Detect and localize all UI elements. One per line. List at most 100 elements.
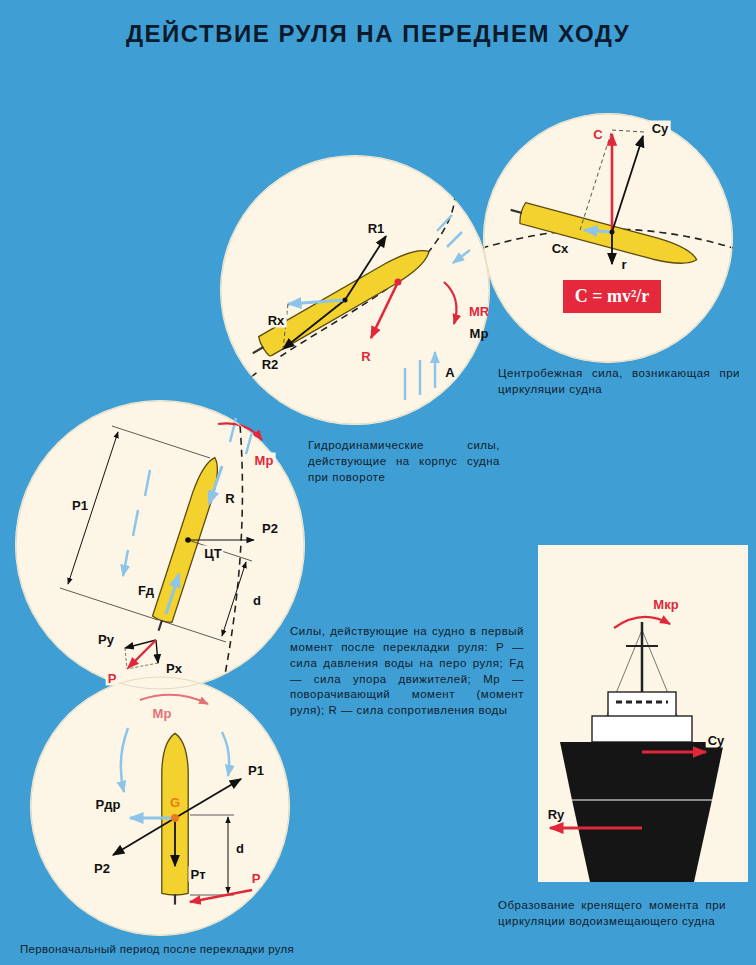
- force-label: A: [443, 365, 456, 380]
- initial-period-illustration: [30, 676, 290, 936]
- initial-period-illustration: [190, 815, 234, 895]
- first-moment-illustration: [166, 574, 179, 614]
- force-label: Cx: [550, 241, 571, 256]
- hydrodynamic-illustration: [247, 242, 434, 363]
- heel-illustration: [572, 800, 712, 801]
- first-moment-illustration: [123, 418, 252, 576]
- heel-illustration: [592, 716, 692, 742]
- initial-period-illustration: [113, 818, 175, 855]
- hydrodynamic-illustration: [288, 300, 345, 304]
- heel-illustration: [616, 701, 668, 704]
- centrifugal-illustration: [610, 230, 615, 235]
- caption-text: Силы, действующие на судно в первый моме…: [290, 624, 524, 719]
- circle-outline: [16, 401, 304, 689]
- initial-period-illustration: [190, 890, 252, 902]
- force-label: P1: [70, 498, 90, 513]
- initial-period-illustration: [30, 676, 290, 936]
- first-moment-illustration: [185, 537, 191, 543]
- force-label: Cy: [706, 733, 727, 748]
- force-label: P2: [260, 521, 280, 536]
- initial-period-illustration: [175, 779, 241, 818]
- force-label: R: [359, 349, 372, 364]
- poster-title: ДЕЙСТВИЕ РУЛЯ НА ПЕРЕДНЕМ ХОДУ: [0, 20, 756, 48]
- illustration-frame: Образование кренящего момента при циркул…: [538, 545, 748, 882]
- centrifugal-illustration: [611, 134, 614, 232]
- first-moment-illustration: [209, 466, 222, 504]
- centrifugal-illustration: [611, 232, 613, 264]
- force-label: Pт: [188, 867, 207, 882]
- force-label: Cy: [650, 121, 671, 136]
- force-label: ЦТ: [202, 546, 223, 561]
- first-moment-illustration: [162, 540, 252, 642]
- force-label: Mp: [468, 326, 491, 341]
- heel-illustration: [614, 617, 670, 628]
- initial-period-illustration: [174, 818, 176, 866]
- illustration-circle: Силы, действующие на судно в первый моме…: [15, 400, 305, 690]
- force-label: Mкр: [651, 597, 680, 612]
- force-label: Pдр: [94, 797, 123, 812]
- force-label: Py: [96, 632, 116, 647]
- circle-outline: [483, 113, 733, 363]
- illustration-circle: Центробежная сила, возникающая при цирку…: [483, 113, 733, 363]
- initial-period-illustration: [222, 732, 229, 776]
- force-label: R2: [260, 357, 281, 372]
- formula-text: C = mv²/r: [575, 286, 650, 307]
- circle-outline: [484, 114, 732, 362]
- force-label: P1: [246, 763, 266, 778]
- caption-text: Гидродинамические силы, действующие на к…: [308, 438, 500, 486]
- force-label: Px: [164, 661, 184, 676]
- force-label: Mp: [151, 706, 174, 721]
- heel-illustration: [642, 751, 706, 754]
- first-moment-illustration: [222, 562, 246, 636]
- force-label: d: [251, 593, 263, 608]
- illustration-circle: Гидродинамические силы, действующие на к…: [220, 155, 490, 425]
- force-label: C: [591, 127, 604, 142]
- first-moment-illustration: [15, 400, 305, 690]
- hydrodynamic-illustration: [232, 150, 455, 392]
- force-label: Rx: [266, 313, 287, 328]
- caption-text: Образование кренящего момента при циркул…: [498, 898, 726, 930]
- force-label: G: [168, 795, 182, 810]
- centrifugal-illustration: [508, 199, 700, 270]
- heel-illustration: [538, 545, 748, 882]
- hydrodynamic-illustration: [283, 300, 345, 349]
- initial-period-illustration: [121, 728, 128, 792]
- force-label: R: [223, 491, 236, 506]
- hydrodynamic-illustration: [220, 155, 490, 425]
- hydrodynamic-illustration: [343, 298, 348, 303]
- hydrodynamic-illustration: [345, 236, 386, 300]
- force-label: R1: [366, 221, 387, 236]
- force-label: Fд: [136, 583, 156, 598]
- initial-period-illustration: [228, 817, 229, 893]
- initial-period-illustration: [171, 814, 179, 822]
- hydrodynamic-illustration: [437, 215, 470, 263]
- centrifugal-illustration: [584, 230, 612, 232]
- hydrodynamic-illustration: [444, 282, 456, 324]
- force-label: Mp: [253, 453, 276, 468]
- initial-period-illustration: [130, 817, 175, 820]
- force-label: r: [619, 257, 628, 272]
- force-label: P: [250, 871, 263, 886]
- force-label: MR: [467, 304, 491, 319]
- caption-text: Первоначальный период после перекладки р…: [20, 942, 330, 958]
- first-moment-illustration: [15, 400, 305, 690]
- circle-outline: [31, 677, 289, 935]
- first-moment-illustration: [149, 454, 225, 633]
- initial-period-illustration: [140, 695, 208, 704]
- first-moment-illustration: [188, 539, 254, 540]
- circle-outline: [220, 155, 490, 425]
- caption-text: Центробежная сила, возникающая при цирку…: [498, 366, 740, 398]
- formula-box: C = mv²/r: [563, 280, 662, 313]
- heel-illustration: [538, 545, 748, 882]
- hydrodynamic-illustration: [220, 150, 490, 425]
- force-label: Ry: [546, 807, 567, 822]
- centrifugal-illustration: [612, 136, 643, 232]
- force-label: P: [106, 671, 119, 686]
- hydrodynamic-illustration: [371, 282, 398, 338]
- first-moment-illustration: [128, 640, 156, 668]
- heel-illustration: [626, 645, 658, 647]
- circle-outline: [221, 156, 489, 424]
- centrifugal-illustration: [470, 113, 746, 363]
- force-label: d: [234, 841, 246, 856]
- heel-illustration: [560, 742, 724, 882]
